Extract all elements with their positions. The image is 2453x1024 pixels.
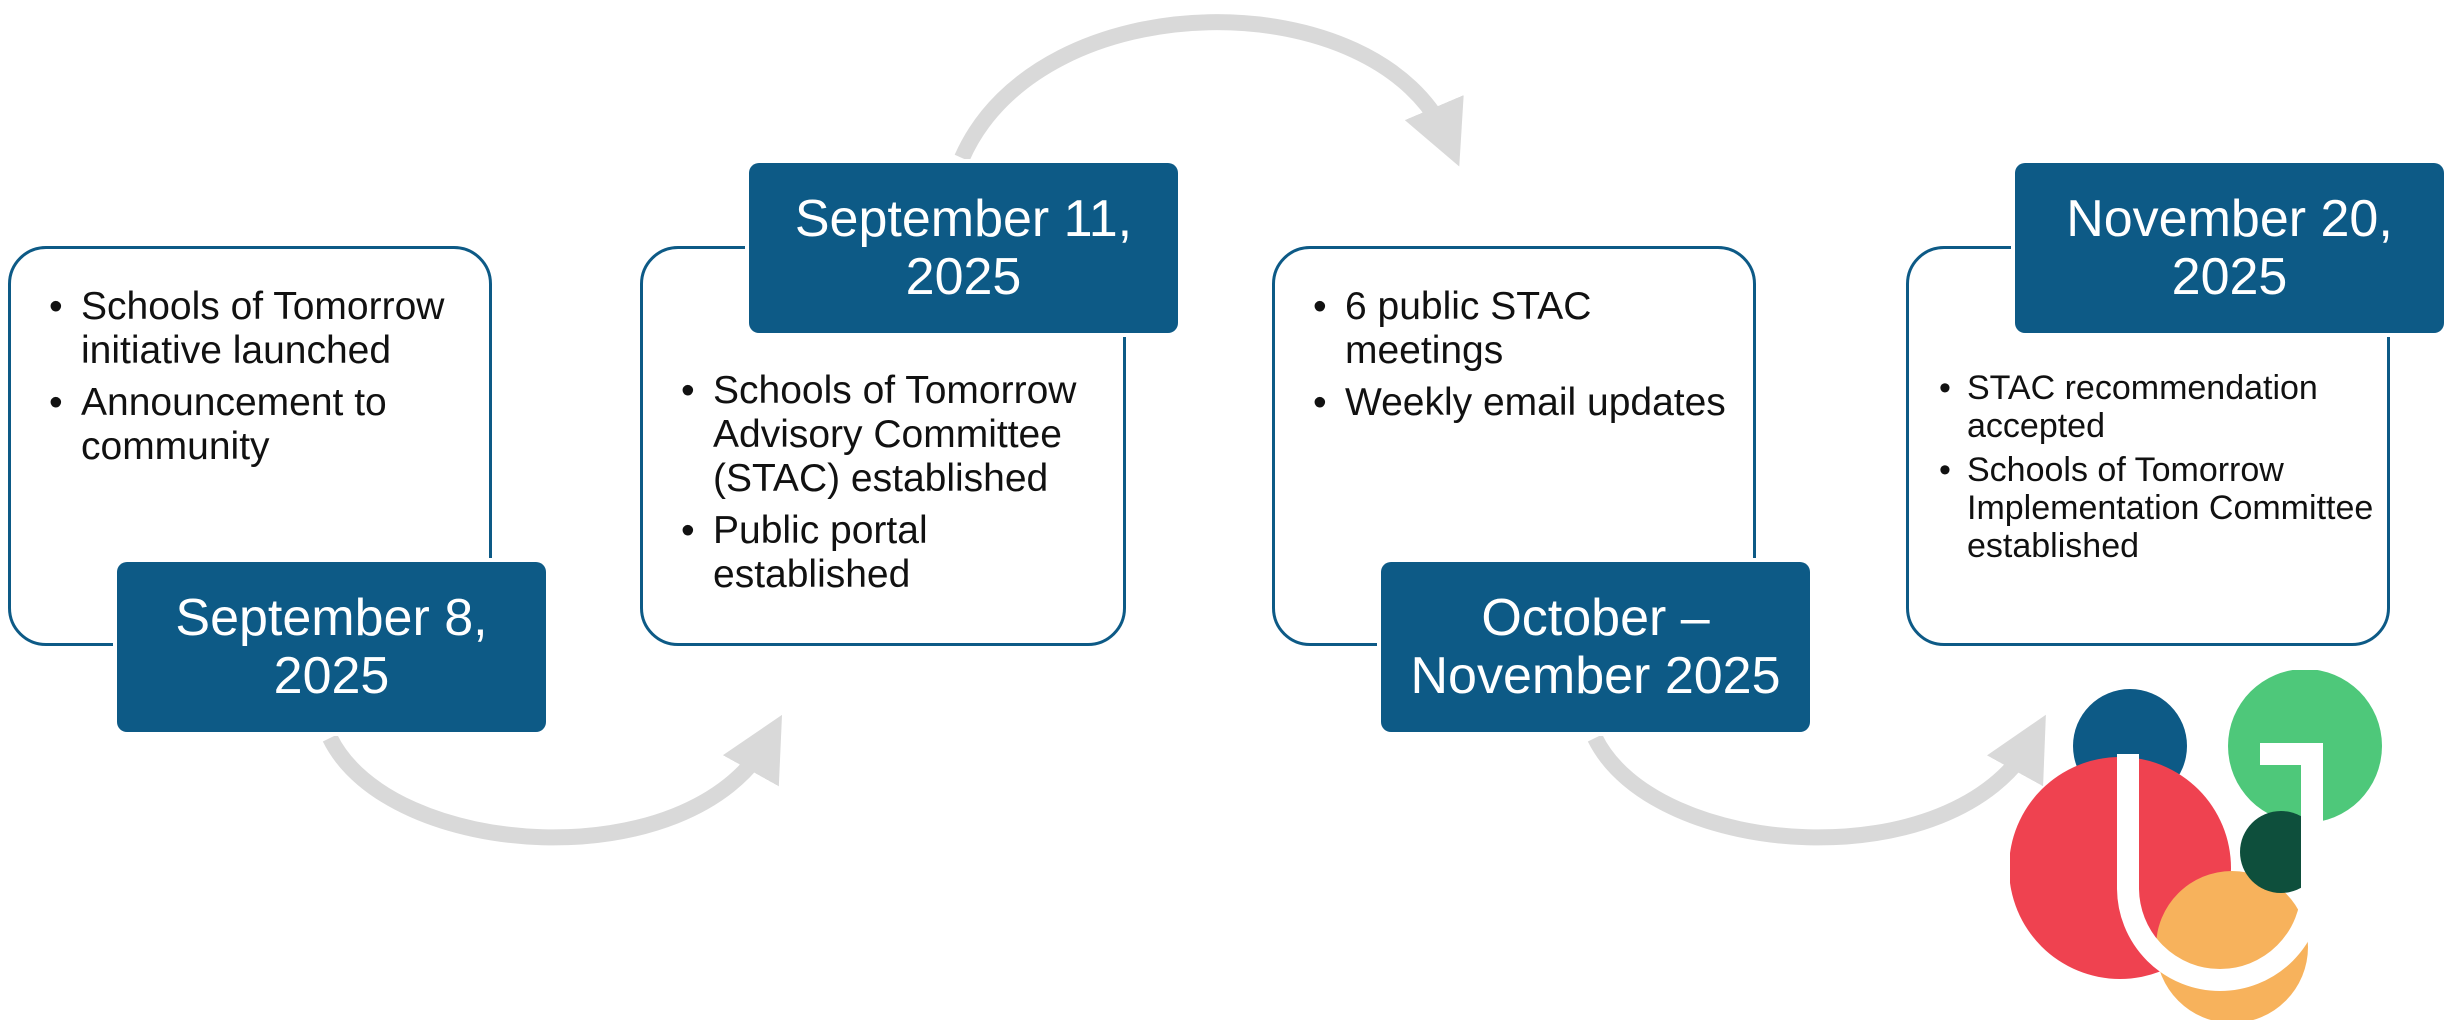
curved-arrow-icon xyxy=(322,714,783,846)
list-item: Schools of Tomorrow initiative launched xyxy=(43,285,473,373)
district-logo-icon xyxy=(2010,670,2382,1020)
list-item: Public portal established xyxy=(675,509,1111,597)
milestone-card-1: Schools of Tomorrow initiative launched … xyxy=(8,246,492,646)
list-item: STAC recommendation accepted xyxy=(1937,369,2375,445)
list-item: Schools of Tomorrow Implementation Commi… xyxy=(1937,451,2375,565)
milestone-2-list: Schools of Tomorrow Advisory Committee (… xyxy=(675,369,1111,597)
milestone-date-3: October – November 2025 xyxy=(1381,562,1810,732)
list-item: Announcement to community xyxy=(43,381,473,469)
milestone-date-2: September 11, 2025 xyxy=(749,163,1178,333)
curved-arrow-icon xyxy=(954,14,1464,167)
milestone-date-1: September 8, 2025 xyxy=(117,562,546,732)
list-item: 6 public STAC meetings xyxy=(1307,285,1737,373)
milestone-1-list: Schools of Tomorrow initiative launched … xyxy=(43,285,473,469)
milestone-3-list: 6 public STAC meetings Weekly email upda… xyxy=(1307,285,1737,425)
milestone-4-list: STAC recommendation accepted Schools of … xyxy=(1937,369,2375,565)
list-item: Weekly email updates xyxy=(1307,381,1737,425)
list-item: Schools of Tomorrow Advisory Committee (… xyxy=(675,369,1111,501)
milestone-date-4: November 20, 2025 xyxy=(2015,163,2444,333)
curved-arrow-icon xyxy=(1587,714,2046,846)
